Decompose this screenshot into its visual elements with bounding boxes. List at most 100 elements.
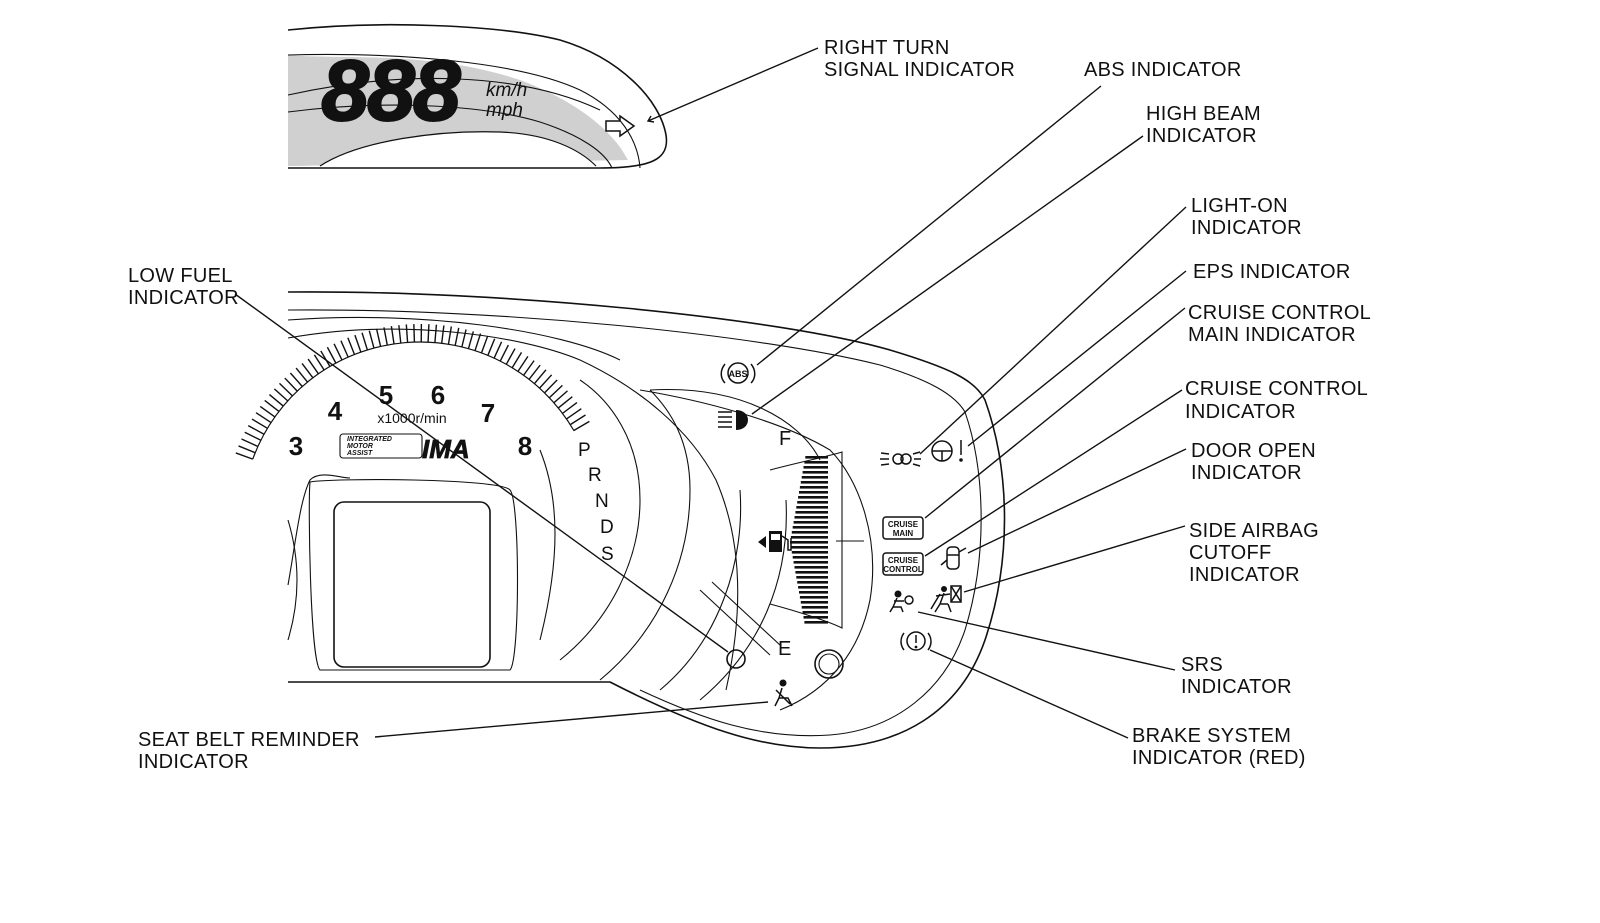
speed-digits-text: 888: [321, 43, 461, 139]
fuel-segment: [791, 536, 828, 539]
high-beam-icon: [718, 410, 748, 430]
tach-tick-mark: [558, 397, 572, 408]
fuel-segment: [793, 556, 828, 559]
leader-side-airbag: [964, 526, 1185, 592]
leader-brake: [930, 650, 1128, 738]
tach-tick-mark: [369, 331, 374, 348]
tach-tick-mark: [540, 375, 552, 388]
label-right-turn-1: RIGHT TURN: [824, 37, 950, 59]
gear-p: P: [578, 440, 591, 461]
leader-high-beam: [752, 136, 1143, 414]
speed-display: 888 km/h mph: [288, 25, 666, 168]
tach-tick-mark: [545, 380, 558, 393]
label-side-airbag-3: INDICATOR: [1189, 564, 1300, 586]
low-fuel-lamp-icon: [727, 650, 745, 668]
label-srs-1: SRS: [1181, 654, 1223, 676]
tach-tick-mark: [481, 336, 487, 353]
tach-tick-mark: [245, 432, 261, 440]
tach-tick-mark: [285, 378, 297, 391]
label-high-beam-1: HIGH BEAM: [1146, 103, 1261, 125]
fuel-segment: [803, 611, 828, 614]
fuel-segment: [801, 481, 828, 484]
gear-d: D: [600, 517, 614, 538]
tach-tick-mark: [475, 334, 481, 351]
tach-tick-mark: [334, 344, 342, 360]
label-cruise-control-2: INDICATOR: [1185, 401, 1296, 423]
ima-text-2: MOTOR: [347, 443, 373, 450]
cruise-main-icon: CRUISE MAIN: [883, 517, 923, 539]
eps-steering-icon: [932, 440, 963, 462]
light-on-icon: [880, 452, 921, 466]
tach-tick-mark: [455, 328, 459, 346]
tach-tick-mark: [512, 352, 521, 367]
tach-tick-mark: [500, 345, 508, 361]
fuel-segment: [804, 461, 828, 464]
tach-tick-mark: [462, 329, 466, 346]
tach-tick-mark: [435, 325, 437, 343]
label-brake-1: BRAKE SYSTEM: [1132, 725, 1291, 747]
tach-tick-mark: [256, 413, 271, 423]
fuel-segment: [794, 561, 828, 564]
fuel-segment: [799, 591, 828, 594]
cruise-control-text-2: CONTROL: [883, 565, 923, 574]
fuel-segment: [796, 576, 828, 579]
leader-low-fuel: [235, 294, 728, 652]
fuel-gauge-bars: [790, 456, 828, 624]
fuel-segment: [803, 471, 828, 474]
tach-tick-mark: [236, 453, 253, 459]
label-seat-belt-2: INDICATOR: [138, 751, 249, 773]
label-srs-2: INDICATOR: [1181, 676, 1292, 698]
fuel-segment: [795, 566, 829, 569]
ima-text-1: INTEGRATED: [347, 436, 392, 443]
tach-tick-mark: [308, 359, 318, 374]
tach-tick-mark: [529, 365, 540, 379]
fuel-segment: [800, 486, 828, 489]
leader-seat-belt: [375, 702, 768, 737]
label-brake-2: INDICATOR (RED): [1132, 747, 1306, 769]
label-low-fuel-2: INDICATOR: [128, 287, 239, 309]
fuel-segment: [793, 526, 828, 529]
fuel-segment: [804, 621, 828, 624]
tach-tick-3: 3: [289, 431, 303, 461]
tach-tick-mark: [494, 342, 501, 358]
tach-tick-mark: [252, 419, 267, 428]
tach-tick-mark: [355, 335, 361, 352]
right-turn-arrow-icon: [606, 116, 634, 136]
label-eps: EPS INDICATOR: [1193, 261, 1351, 283]
label-cruise-control-1: CRUISE CONTROL: [1185, 378, 1368, 400]
fuel-segment: [790, 541, 828, 544]
tach-tick-mark: [362, 333, 367, 350]
tach-tick-mark: [414, 324, 415, 342]
tach-tick-mark: [549, 385, 562, 397]
speed-unit-kmh: km/h: [486, 80, 527, 101]
label-door-open-2: INDICATOR: [1191, 462, 1302, 484]
tach-tick-mark: [269, 395, 283, 407]
label-cruise-main-1: CRUISE CONTROL: [1188, 302, 1371, 324]
tach-tick-mark: [242, 439, 258, 446]
tach-tick-mark: [570, 415, 585, 425]
fuel-segment: [797, 581, 828, 584]
tach-unit: x1000r/min: [377, 410, 446, 426]
tach-tick-mark: [377, 329, 381, 347]
label-side-airbag-1: SIDE AIRBAG: [1189, 520, 1319, 542]
label-right-turn-2: SIGNAL INDICATOR: [824, 59, 1015, 81]
fuel-segment: [792, 551, 828, 554]
speed-digits: 888: [321, 43, 461, 139]
fuel-segment: [800, 596, 828, 599]
multi-info-display: [334, 502, 490, 667]
tach-tick-mark: [296, 368, 307, 382]
tach-tick-mark: [554, 391, 568, 403]
fuel-segment: [802, 606, 828, 609]
tach-tick-mark: [321, 351, 330, 367]
door-open-icon: [941, 547, 966, 569]
leader-light-on: [920, 207, 1186, 454]
fuel-segment: [798, 586, 828, 589]
tach-tick-mark: [348, 338, 355, 355]
tach-tick-mark: [518, 356, 528, 371]
fuel-full-label: F: [779, 428, 791, 450]
abs-icon-text: ABS: [728, 369, 747, 379]
gear-r: R: [588, 465, 602, 486]
tach-tick-mark: [506, 349, 515, 365]
tach-tick-8: 8: [518, 431, 532, 461]
tach-tick-mark: [279, 383, 292, 396]
